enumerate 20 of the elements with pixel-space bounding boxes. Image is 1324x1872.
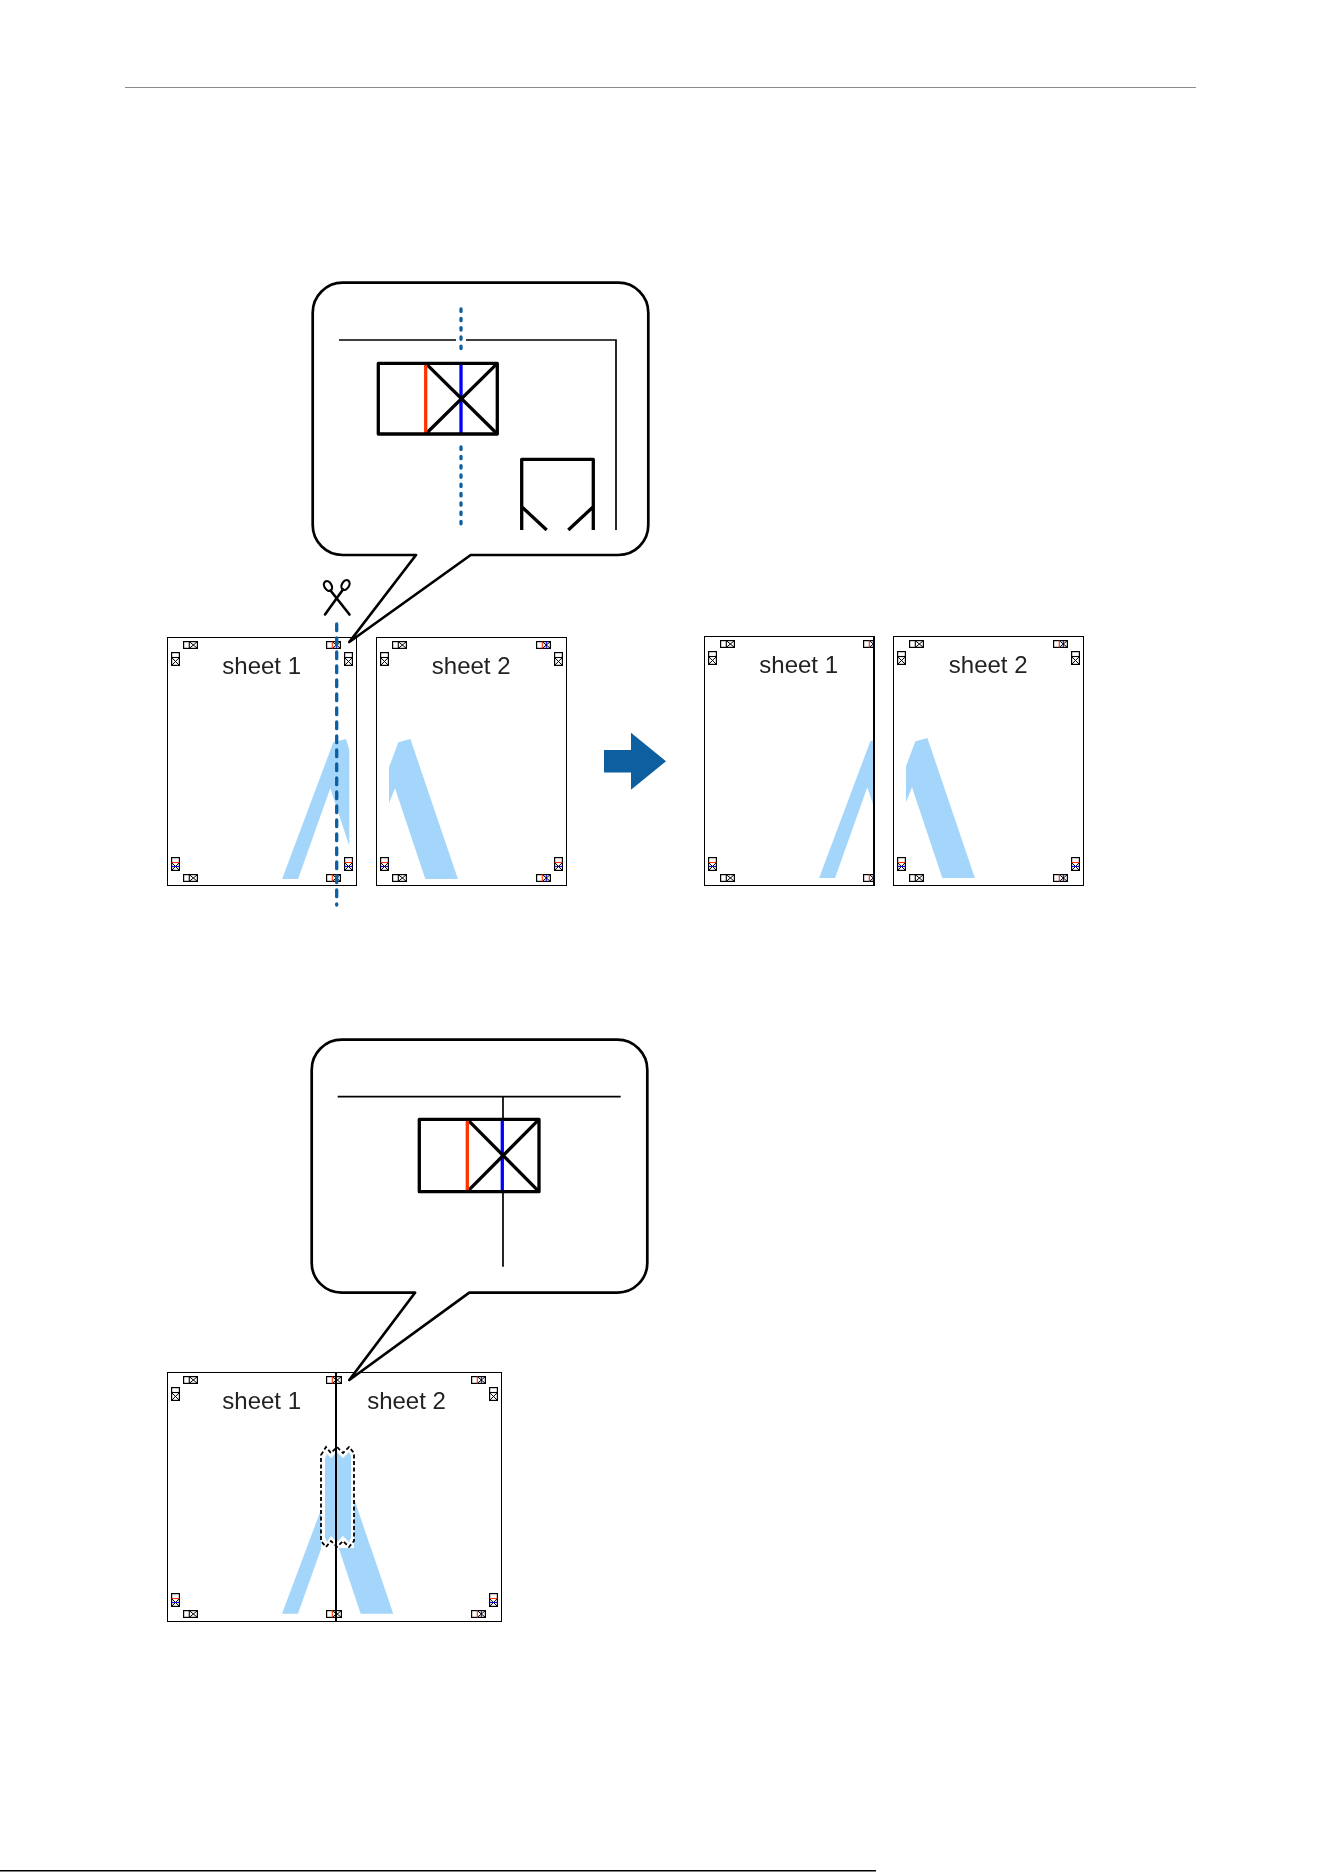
paper-sheet — [893, 636, 1084, 886]
sheet-label: sheet 1 — [222, 1385, 302, 1415]
sheet-label: sheet 1 — [759, 649, 839, 679]
paper-sheet — [167, 1372, 337, 1622]
magnified-view-callout — [310, 1038, 649, 1382]
sheet-label: sheet 2 — [948, 649, 1028, 679]
sheet-label: sheet 2 — [431, 650, 511, 680]
sheet-label: sheet 1 — [222, 650, 302, 680]
diagonal-band — [282, 738, 350, 879]
diagonal-band — [282, 1511, 321, 1614]
magnified-view-callout — [311, 281, 650, 644]
diagonal-band — [389, 738, 458, 879]
sheet-label: sheet 2 — [367, 1385, 446, 1415]
paper-sheet — [167, 637, 357, 886]
paper-sheet — [704, 636, 875, 886]
paper-sheet — [337, 1372, 502, 1622]
diagonal-band — [906, 737, 975, 878]
paper-sheet — [376, 637, 567, 886]
arrow — [604, 732, 666, 790]
diagonal-band — [338, 1548, 394, 1614]
